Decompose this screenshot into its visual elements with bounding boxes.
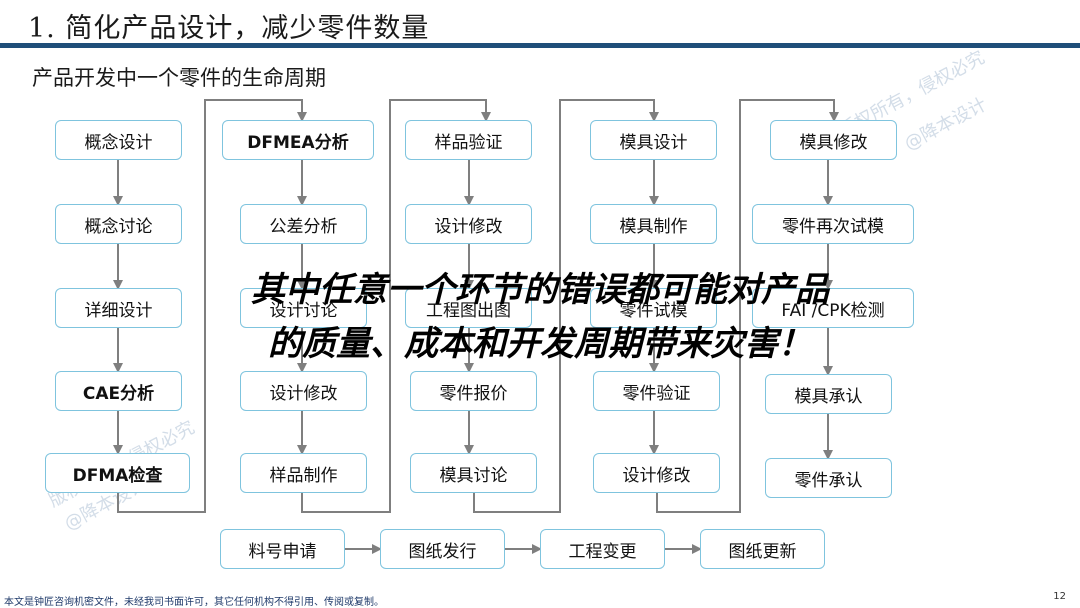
flow-node-c1-3: 详细设计 xyxy=(55,288,182,328)
title-divider xyxy=(0,43,1080,48)
flow-node-c2-1: DFMEA分析 xyxy=(222,120,374,160)
flow-node-c2-2: 公差分析 xyxy=(240,204,367,244)
flow-node-c1-4: CAE分析 xyxy=(55,371,182,411)
flow-link-c1-c2 xyxy=(117,99,307,513)
flow-node-c3-2: 设计修改 xyxy=(405,204,532,244)
flow-node-c4-2: 模具制作 xyxy=(590,204,717,244)
flow-link-c2-c3 xyxy=(301,99,491,513)
warning-text-line1: 其中任意一个环节的错误都可能对产品 xyxy=(251,270,829,310)
flow-link-c3-c4 xyxy=(473,99,659,513)
flow-node-c3-3: 工程图出图 xyxy=(405,288,532,328)
flow-node-c3-5: 模具讨论 xyxy=(410,453,537,493)
flow-node-bottom-3: 工程变更 xyxy=(540,529,665,569)
flow-node-c2-5: 样品制作 xyxy=(240,453,367,493)
flow-node-c1-5: DFMA检查 xyxy=(45,453,190,493)
flow-node-c5-3: FAI /CPK检测 xyxy=(752,288,914,328)
warning-text-line2: 的质量、成本和开发周期带来灾害！ xyxy=(268,324,812,364)
flow-node-c5-5: 零件承认 xyxy=(765,458,892,498)
flow-node-c2-4: 设计修改 xyxy=(240,371,367,411)
confidential-footer: 本文是钟匠咨询机密文件，未经我司书面许可，其它任何机构不得引用、传阅或复制。 xyxy=(4,597,384,608)
flow-node-c1-2: 概念讨论 xyxy=(55,204,182,244)
flow-link-c4-c5 xyxy=(656,99,839,513)
flow-node-c3-4: 零件报价 xyxy=(410,371,537,411)
flow-node-c4-4: 零件验证 xyxy=(593,371,720,411)
flow-node-bottom-4: 图纸更新 xyxy=(700,529,825,569)
diagram-subtitle: 产品开发中一个零件的生命周期 xyxy=(32,66,326,90)
flow-node-bottom-2: 图纸发行 xyxy=(380,529,505,569)
flow-node-c3-1: 样品验证 xyxy=(405,120,532,160)
flow-node-c1-1: 概念设计 xyxy=(55,120,182,160)
flow-node-c4-3: 零件试模 xyxy=(590,288,717,328)
flow-node-bottom-1: 料号申请 xyxy=(220,529,345,569)
page-title: 1. 简化产品设计，减少零件数量 xyxy=(28,13,430,44)
flow-node-c4-1: 模具设计 xyxy=(590,120,717,160)
flow-node-c5-2: 零件再次试模 xyxy=(752,204,914,244)
flow-node-c2-3: 设计讨论 xyxy=(240,288,367,328)
flow-node-c4-5: 设计修改 xyxy=(593,453,720,493)
flow-node-c5-1: 模具修改 xyxy=(770,120,897,160)
flow-node-c5-4: 模具承认 xyxy=(765,374,892,414)
page-number: 12 xyxy=(1053,591,1066,602)
